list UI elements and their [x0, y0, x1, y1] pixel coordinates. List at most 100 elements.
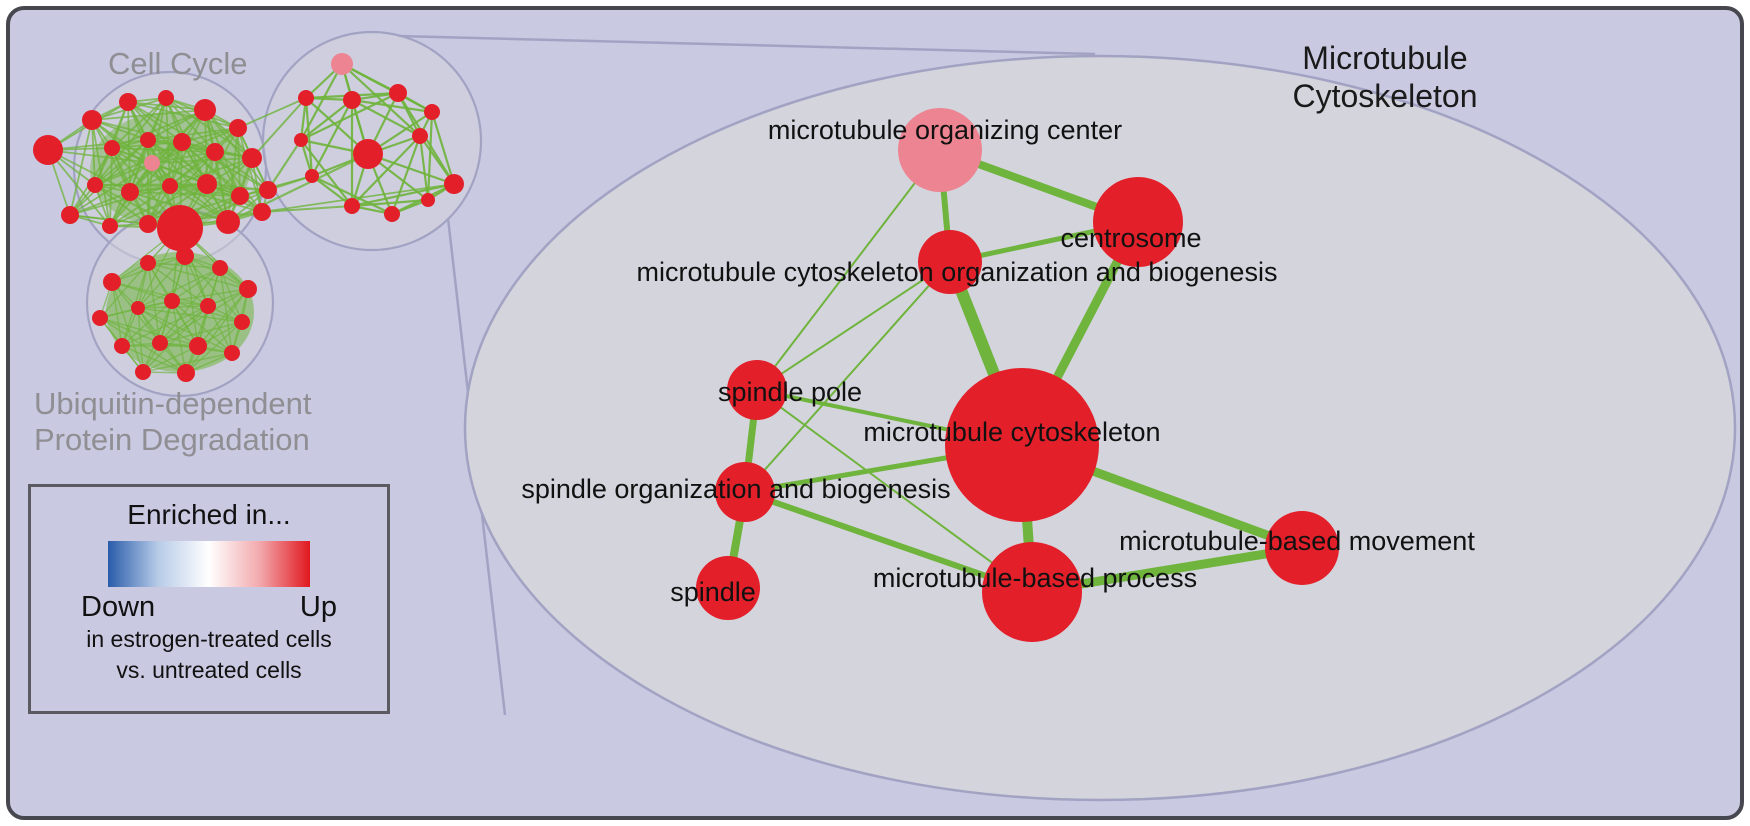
cluster-label-ubiquitin-line1: Ubiquitin-dependent	[34, 386, 312, 421]
node-mt_cyto	[945, 368, 1099, 522]
small-network-node	[177, 364, 195, 382]
small-network-node	[242, 148, 262, 168]
small-network-edge	[151, 151, 216, 164]
small-network-bridge-edge	[237, 97, 307, 129]
small-network-edge	[169, 157, 253, 187]
small-network-edge	[159, 305, 209, 344]
small-network-edge	[94, 162, 153, 186]
small-network-node	[103, 273, 121, 291]
small-network-node	[102, 218, 118, 234]
small-network-node	[197, 174, 217, 194]
small-network-edge	[300, 99, 353, 141]
node-mt_movement	[1265, 511, 1339, 585]
small-network-edge	[185, 288, 249, 374]
node-label-spindle_pole: spindle pole	[718, 377, 862, 407]
small-network-edge	[99, 317, 199, 347]
small-network-node	[344, 198, 360, 214]
small-network-edge	[142, 352, 233, 373]
edge-spindle_pole-mt_process	[756, 389, 1033, 593]
small-network-bridge-edge	[261, 183, 455, 213]
small-network-bridge-edge	[227, 153, 369, 223]
small-network-bridge-edge	[251, 97, 307, 159]
legend-up-label: Up	[299, 591, 337, 623]
small-network-node	[444, 174, 464, 194]
small-network-node	[158, 90, 174, 106]
legend-caption-line1: in estrogen-treated cells	[86, 626, 332, 652]
small-network-node	[305, 169, 319, 183]
node-spindle_org	[715, 462, 775, 522]
small-network-edge	[171, 288, 249, 302]
zoom-view-title-line1: Microtubule	[1302, 40, 1468, 76]
small-network-edge	[69, 185, 171, 216]
small-network-bridge-edge	[261, 205, 353, 213]
zoom-view-title-line2: Cytoskeleton	[1292, 77, 1478, 114]
zoom-callout-line	[397, 34, 1096, 56]
legend-title: Enriched in...	[127, 499, 291, 530]
small-network-edge	[47, 149, 111, 227]
small-network-edge	[121, 345, 187, 374]
small-network-node	[234, 314, 250, 330]
small-network-edge	[137, 307, 144, 373]
small-network-node	[384, 206, 400, 222]
zoom-view-title: Microtubule Cytoskeleton	[1285, 40, 1485, 116]
small-network-node	[194, 99, 216, 121]
small-network-node	[353, 139, 383, 169]
small-network-node	[92, 310, 108, 326]
small-network-edge	[137, 307, 199, 347]
small-network-node	[298, 90, 314, 106]
small-network-node	[140, 255, 156, 271]
small-network-edge	[181, 141, 263, 213]
cluster-edge-density	[106, 252, 254, 372]
node-label-mt_process: microtubule-based process	[873, 563, 1197, 593]
small-network-node	[104, 140, 120, 156]
small-network-node	[206, 143, 224, 161]
small-network-node	[189, 337, 207, 355]
edge-moc-spindle_pole	[756, 149, 941, 391]
small-network-edge	[351, 135, 421, 207]
small-network-edge	[351, 198, 429, 208]
small-network-edge	[151, 157, 253, 164]
small-network-edge	[219, 267, 243, 323]
small-network-edge	[367, 152, 455, 186]
cluster-label-ubiquitin: Ubiquitin-dependent Protein Degradation	[34, 386, 312, 457]
small-network-node	[412, 128, 428, 144]
legend-gradient-bar	[108, 541, 310, 587]
small-network-edge	[121, 305, 209, 347]
small-network-node	[231, 187, 249, 205]
small-network-node	[164, 293, 180, 309]
small-network-node	[135, 364, 151, 380]
node-label-centrosome: centrosome	[1060, 223, 1201, 253]
small-network-bridge-edge	[267, 139, 302, 191]
small-network-edge	[111, 109, 206, 149]
small-network-edge	[390, 135, 422, 215]
small-network-edge	[111, 97, 167, 149]
small-network-edge	[300, 92, 399, 141]
small-network-node	[424, 104, 440, 120]
small-network-node	[421, 193, 435, 207]
node-label-mt_movement: microtubule-based movement	[1119, 526, 1475, 556]
small-network-node	[216, 210, 240, 234]
legend-ends-row: Down Up	[81, 591, 337, 624]
small-network-node	[157, 205, 203, 251]
legend-down-label: Down	[81, 591, 156, 623]
small-network-node	[131, 301, 145, 315]
node-label-mt_cyto: microtubule cytoskeleton	[863, 417, 1160, 447]
edge-spindle_org-mt_process	[744, 489, 1033, 595]
cluster-label-cell-cycle: Cell Cycle	[108, 46, 248, 81]
small-network-edge	[311, 175, 353, 207]
small-network-edge	[91, 119, 96, 186]
edge-mcob-spindle_org	[744, 261, 951, 493]
legend-caption-line2: vs. untreated cells	[116, 657, 302, 684]
small-network-edge	[169, 151, 216, 187]
small-network-node	[253, 203, 271, 221]
small-network-node	[33, 135, 63, 165]
node-mcob	[918, 230, 982, 294]
small-network-edge	[99, 317, 161, 344]
small-network-edge	[207, 305, 233, 354]
node-label-spindle: spindle	[670, 577, 756, 607]
small-network-edge	[147, 127, 239, 141]
small-network-node	[61, 206, 79, 224]
small-network-edge	[94, 184, 149, 225]
small-network-node	[389, 84, 407, 102]
legend: Enriched in... Down Up in estrogen-treat…	[28, 484, 390, 714]
